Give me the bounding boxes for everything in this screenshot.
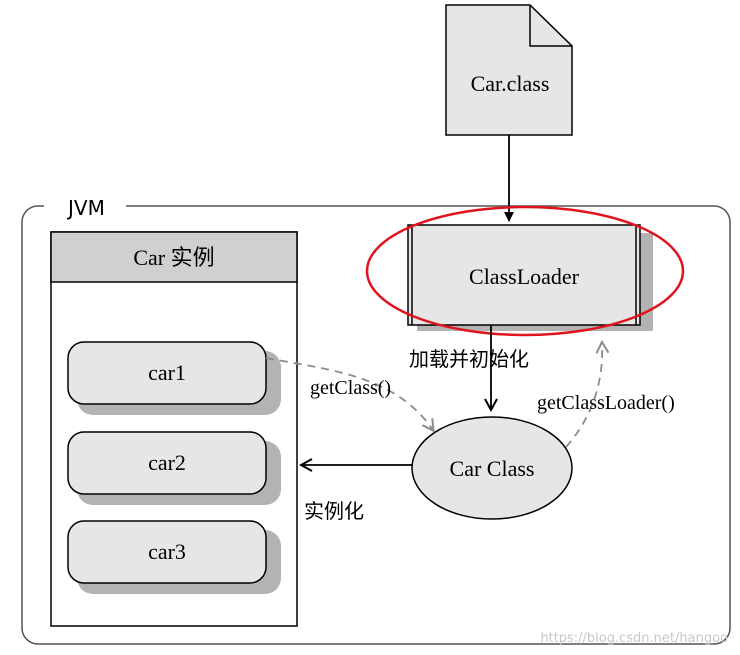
- arrow-get-classloader: [565, 343, 602, 448]
- car-class-node: [411, 416, 573, 520]
- jvm-label: JVM: [66, 196, 105, 220]
- get-class-label: getClass(): [310, 377, 391, 399]
- instantiate-label: 实例化: [304, 499, 364, 523]
- classloader-box: [407, 224, 641, 326]
- instance-car1: [67, 341, 267, 405]
- classloader-label: ClassLoader: [469, 264, 580, 289]
- instance-car3: [67, 520, 267, 584]
- instance-panel-header: [50, 231, 298, 283]
- load-init-label: 加载并初始化: [409, 347, 529, 371]
- instance-car2: [67, 431, 267, 495]
- car-class-file-label: Car.class: [471, 71, 550, 96]
- instance-car3-label: car3: [148, 539, 186, 564]
- watermark: https://blog.csdn.net/hangoo: [540, 631, 728, 646]
- instance-panel-title: Car 实例: [133, 245, 214, 270]
- get-classloader-label: getClassLoader(): [537, 392, 675, 414]
- classloader-highlight-ellipse: [365, 205, 685, 337]
- instance-car2-label: car2: [148, 450, 186, 475]
- car-class-file-icon: [445, 4, 573, 136]
- car-class-node-label: Car Class: [450, 456, 535, 481]
- instance-car1-label: car1: [148, 360, 186, 385]
- jvm-container: [21, 205, 731, 645]
